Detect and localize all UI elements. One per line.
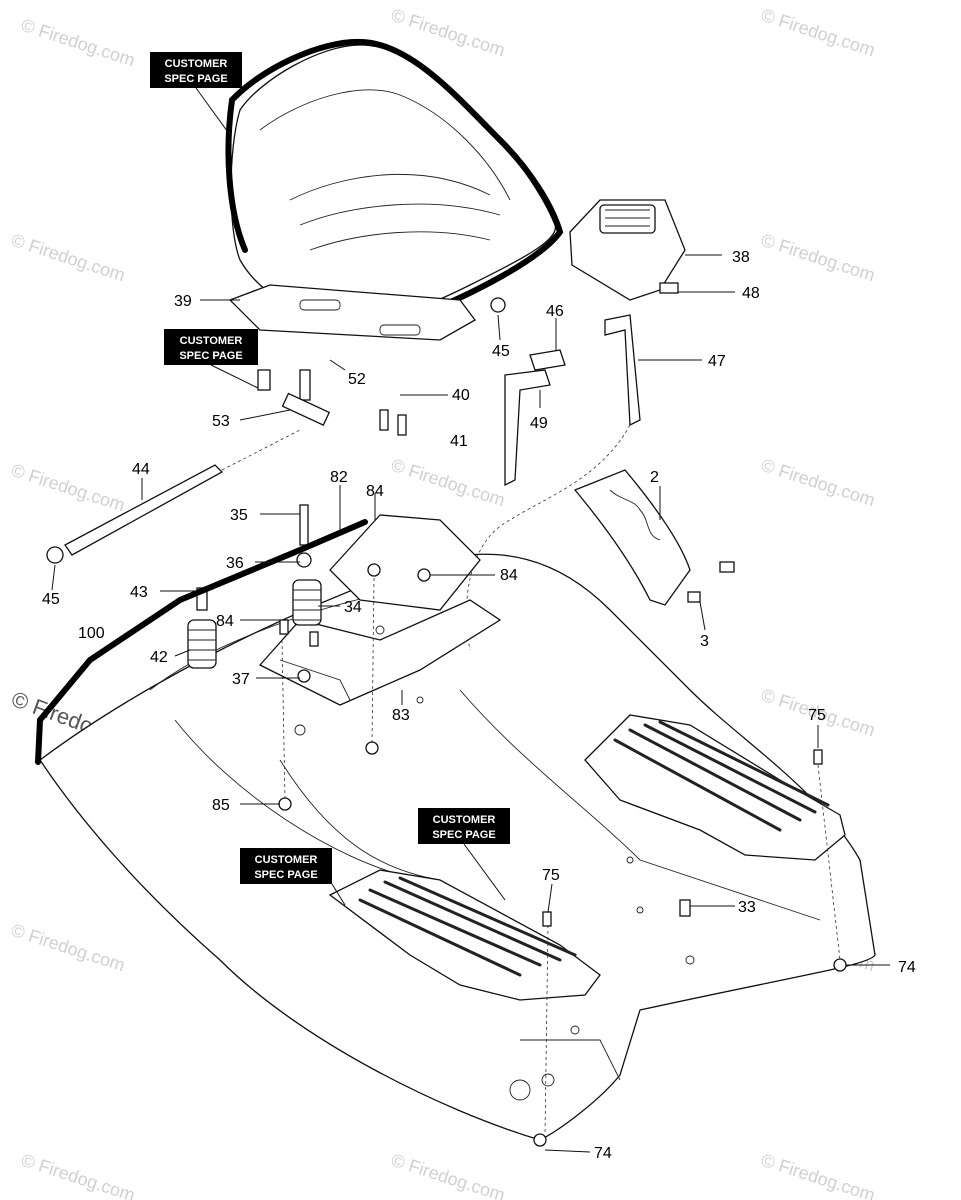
spec-box: CUSTOMER SPEC PAGE [164, 329, 259, 389]
spec-boundary-line [35, 519, 368, 765]
callout-74: 74 [898, 959, 916, 976]
watermark-text: © Firedog.com [9, 920, 128, 976]
spec-box: CUSTOMER SPEC PAGE [418, 808, 510, 901]
callout-33: 33 [738, 899, 756, 916]
callout-74: 74 [594, 1145, 612, 1162]
callout-48: 48 [742, 285, 760, 302]
spec-box-line2: SPEC PAGE [164, 73, 227, 85]
callout-45: 45 [492, 343, 510, 360]
callout-37: 37 [232, 671, 250, 688]
callout-3: 3 [700, 633, 709, 650]
watermark-text: © Firedog.com [19, 1150, 138, 1200]
spec-box-line1: CUSTOMER [180, 335, 243, 347]
spec-box-line2: SPEC PAGE [432, 829, 495, 841]
callout-leaders [51, 254, 890, 1153]
callout-49: 49 [530, 415, 548, 432]
spec-box: CUSTOMER SPEC PAGE [150, 52, 242, 136]
spec-box-line1: CUSTOMER [165, 58, 228, 70]
callout-53: 53 [212, 413, 230, 430]
callout-83: 83 [392, 707, 410, 724]
watermark-text: © Firedog.com [9, 460, 128, 516]
footrest-right [584, 714, 846, 861]
spec-box-line2: SPEC PAGE [254, 869, 317, 881]
watermark-text: © Firedog.com [389, 1150, 508, 1200]
callout-52: 52 [348, 371, 366, 388]
callout-84: 84 [500, 567, 518, 584]
shield-plate [573, 469, 691, 606]
seat [225, 38, 564, 326]
callout-47: 47 [708, 353, 726, 370]
watermark-text: © Firedog.com [389, 5, 508, 61]
callout-2: 2 [650, 469, 659, 486]
callout-75: 75 [542, 867, 560, 884]
rod-axle [46, 429, 301, 564]
springs [187, 579, 322, 669]
cover-part [569, 199, 686, 301]
callout-42: 42 [150, 649, 168, 666]
callout-46: 46 [546, 303, 564, 320]
callout-43: 43 [130, 584, 148, 601]
callout-45: 45 [42, 591, 60, 608]
floor-plate [258, 514, 502, 706]
spec-box: CUSTOMER SPEC PAGE [240, 848, 346, 906]
callout-labels: 38 48 39 46 47 45 52 40 53 49 41 44 82 8… [42, 249, 916, 1162]
watermark-text: © Firedog.com [9, 230, 128, 286]
callout-82: 82 [330, 469, 348, 486]
spec-box-line1: CUSTOMER [255, 854, 318, 866]
footrest-left [328, 869, 601, 1001]
watermark-text: © Firedog.com [759, 455, 878, 511]
spec-box-line2: SPEC PAGE [179, 350, 242, 362]
callout-40: 40 [452, 387, 470, 404]
callout-35: 35 [230, 507, 248, 524]
callout-34: 34 [344, 599, 362, 616]
watermark-text: © Firedog.com [19, 15, 138, 71]
callout-75: 75 [808, 707, 826, 724]
watermark-text: © Firedog.com [759, 230, 878, 286]
watermark-text: © Firedog.com [759, 1150, 878, 1200]
callout-39: 39 [174, 293, 192, 310]
seat-bracket [228, 284, 476, 341]
watermark-text: © Firedog.com [389, 455, 508, 511]
callout-84: 84 [216, 613, 234, 630]
spec-box-line1: CUSTOMER [433, 814, 496, 826]
callout-85: 85 [212, 797, 230, 814]
callout-36: 36 [226, 555, 244, 572]
callout-84: 84 [366, 483, 384, 500]
callout-38: 38 [732, 249, 750, 266]
watermark-text: © Firedog.com [759, 5, 878, 61]
callout-41: 41 [450, 433, 468, 450]
callout-100: 100 [78, 625, 105, 642]
callout-44: 44 [132, 461, 150, 478]
